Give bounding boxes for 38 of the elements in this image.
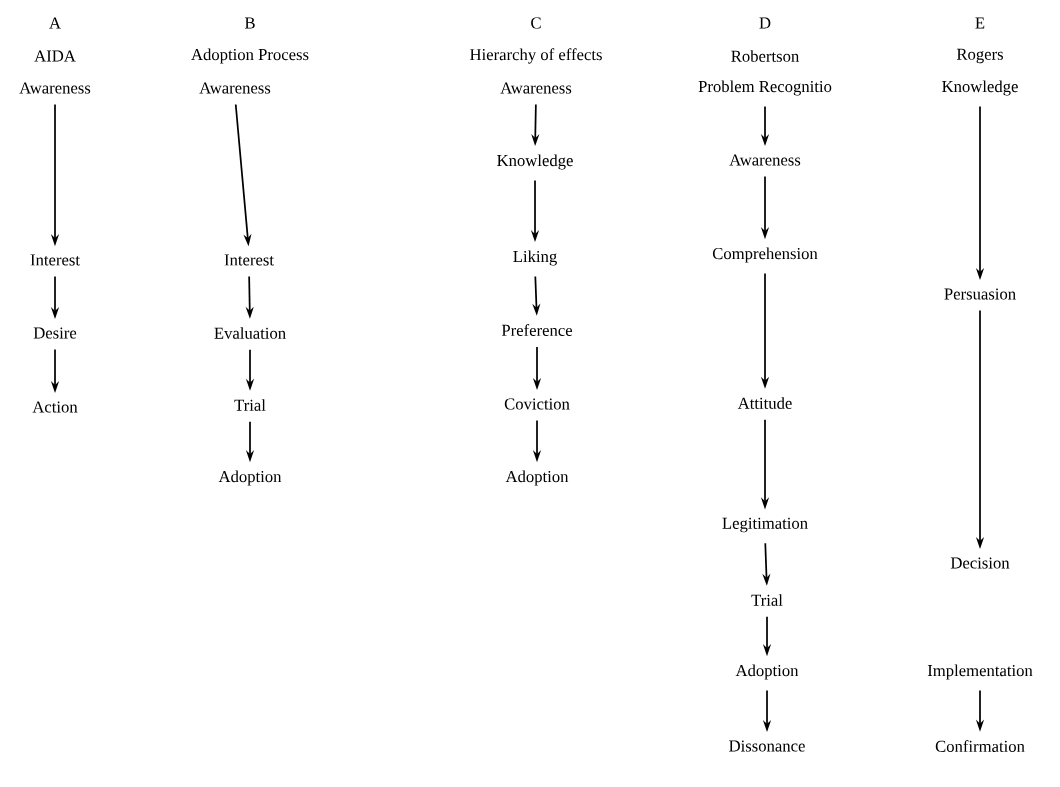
stage-text: Legitimation	[722, 517, 808, 533]
stage-text: Interest	[30, 254, 80, 266]
stage-text: Problem Recognitio	[698, 80, 832, 96]
column-heading: A	[49, 17, 61, 29]
stage-text: Confirmation	[935, 740, 1025, 752]
column-heading: E	[975, 17, 985, 29]
stage-text: Adoption	[505, 470, 569, 486]
stage-text: Action	[32, 401, 78, 413]
column-heading: B	[244, 17, 255, 29]
stage-text: Coviction	[504, 398, 570, 410]
stage-text: Comprehension	[712, 247, 818, 263]
stage-text: Preference	[501, 324, 573, 336]
stage-text: Desire	[33, 327, 77, 339]
stage-text: Adoption	[218, 470, 282, 486]
column-heading: C	[531, 17, 541, 29]
stage-text: Interest	[224, 254, 274, 266]
stage-text: Awareness	[729, 154, 801, 166]
stage-text: Knowledge	[942, 80, 1018, 96]
column-heading: Robertson	[731, 50, 799, 62]
column-heading: Adoption Process	[191, 48, 309, 64]
column-heading: Hierarchy of effects	[470, 48, 602, 64]
stage-text: Awareness	[500, 82, 572, 94]
stage-text: Dissonance	[729, 740, 805, 752]
stage-text: Liking	[513, 250, 557, 266]
column-heading: Rogers	[956, 48, 1003, 64]
column-heading: AIDA	[34, 50, 76, 62]
column-heading: D	[759, 17, 771, 29]
stage-text: Implementation	[927, 664, 1033, 680]
stage-text: Awareness	[19, 82, 91, 94]
stage-text: Persuasion	[944, 288, 1016, 300]
stage-text: Decision	[950, 557, 1010, 569]
stage-text: Trial	[234, 399, 266, 411]
stage-text: Trial	[751, 594, 783, 606]
stage-text: Awareness	[199, 82, 271, 94]
stage-text: Adoption	[735, 664, 799, 680]
stage-text: Evaluation	[214, 327, 286, 339]
stage-text: Attitude	[737, 397, 792, 409]
stage-text: Knowledge	[497, 154, 573, 170]
